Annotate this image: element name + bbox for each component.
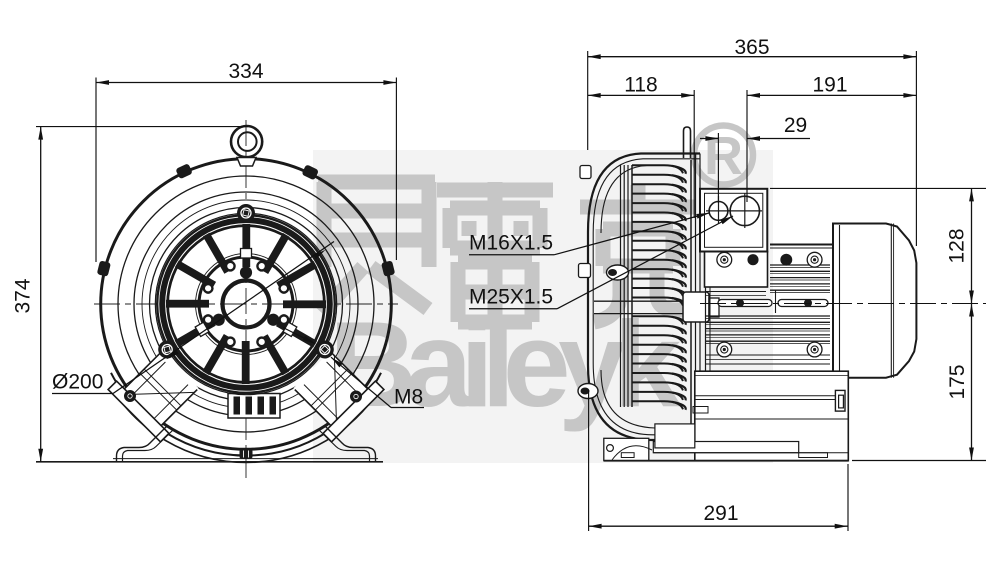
- svg-text:R: R: [704, 126, 743, 186]
- svg-text:365: 365: [734, 36, 769, 59]
- svg-text:M16X1.5: M16X1.5: [469, 232, 553, 255]
- svg-text:Ø200: Ø200: [52, 371, 103, 394]
- svg-text:118: 118: [624, 74, 657, 97]
- svg-text:191: 191: [812, 74, 847, 97]
- svg-text:334: 334: [228, 60, 263, 83]
- svg-text:175: 175: [946, 364, 969, 399]
- svg-text:291: 291: [703, 502, 738, 525]
- svg-text:29: 29: [784, 114, 807, 137]
- svg-text:374: 374: [12, 278, 35, 313]
- svg-text:M8: M8: [394, 386, 423, 409]
- svg-text:128: 128: [946, 228, 969, 263]
- svg-text:M25X1.5: M25X1.5: [469, 286, 553, 309]
